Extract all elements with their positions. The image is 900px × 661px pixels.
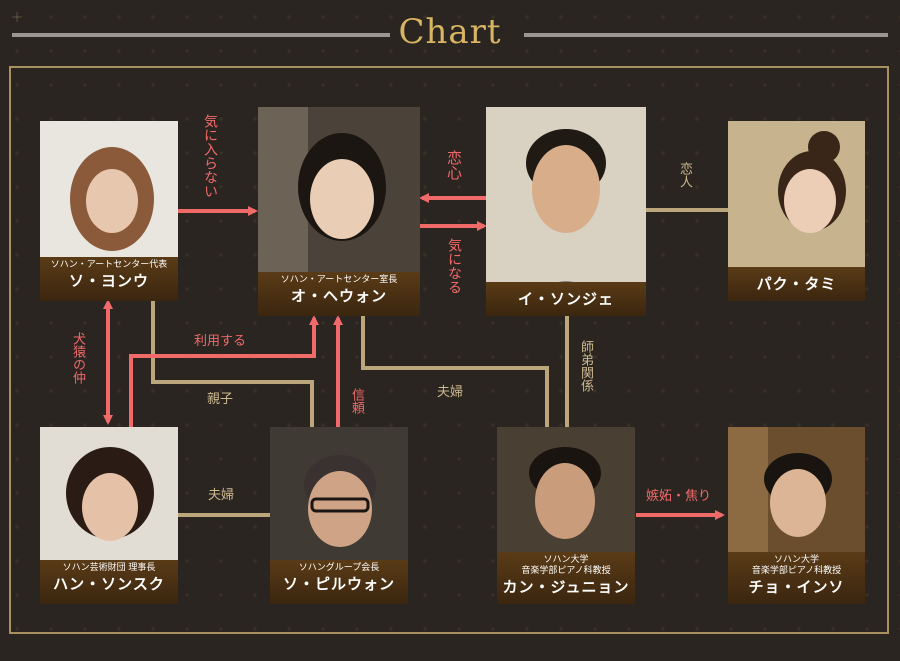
caption-so-piruwon: ソハングループ会長 ソ・ピルウォン xyxy=(270,560,408,604)
caption-i-sonje: イ・ソンジェ xyxy=(486,282,646,316)
card-cho-inso[interactable]: ソハン大学 音楽学部ピアノ科教授 チョ・インソ xyxy=(728,427,865,604)
label-ki-ni-naru: 気になる xyxy=(446,238,462,294)
label-kenen: 犬猿の仲 xyxy=(70,332,85,384)
caption-kan-junyon: ソハン大学 音楽学部ピアノ科教授 カン・ジュニョン xyxy=(497,552,635,604)
caption-so-yeonu: ソハン・アートセンター代表 ソ・ヨンウ xyxy=(40,257,178,301)
card-so-yeonu[interactable]: ソハン・アートセンター代表 ソ・ヨンウ xyxy=(40,121,178,301)
name-so-yeonu: ソ・ヨンウ xyxy=(68,272,149,290)
label-oyako: 親子 xyxy=(207,392,234,407)
label-shitei: 師弟関係 xyxy=(578,340,593,392)
role-o-hewon: ソハン・アートセンター室長 xyxy=(280,275,398,285)
role-cho-inso: ソハン大学 音楽学部ピアノ科教授 xyxy=(751,555,842,576)
caption-o-hewon: ソハン・アートセンター室長 オ・ヘウォン xyxy=(258,272,420,316)
caption-cho-inso: ソハン大学 音楽学部ピアノ科教授 チョ・インソ xyxy=(728,552,865,604)
label-fuufu-1: 夫婦 xyxy=(437,385,464,400)
label-riyou: 利用する xyxy=(194,334,247,349)
label-shinrai: 信頼 xyxy=(349,388,364,414)
caption-paku-tami: パク・タミ xyxy=(728,267,865,301)
card-paku-tami[interactable]: パク・タミ xyxy=(728,121,865,301)
page-title: Chart xyxy=(398,12,502,52)
label-ki-ni-iranai: 気に入らない xyxy=(202,114,218,198)
chart-frame xyxy=(9,66,889,634)
name-so-piruwon: ソ・ピルウォン xyxy=(282,575,395,593)
role-kan-junyon: ソハン大学 音楽学部ピアノ科教授 xyxy=(521,555,611,576)
line-fuufu-1 xyxy=(361,315,549,428)
header-rule-right xyxy=(524,33,888,37)
role-so-piruwon: ソハングループ会長 xyxy=(298,563,380,573)
caption-han-sonsuku: ソハン芸術財団 理事長 ハン・ソンスク xyxy=(40,560,178,604)
label-koigokoro: 恋心 xyxy=(445,150,463,180)
role-han-sonsuku: ソハン芸術財団 理事長 xyxy=(62,563,156,573)
card-so-piruwon[interactable]: ソハングループ会長 ソ・ピルウォン xyxy=(270,427,408,604)
name-i-sonje: イ・ソンジェ xyxy=(517,290,614,308)
label-shitto: 嫉妬・焦り xyxy=(646,489,712,504)
role-so-yeonu: ソハン・アートセンター代表 xyxy=(50,260,168,270)
line-oyako xyxy=(151,300,314,428)
label-fuufu-2: 夫婦 xyxy=(208,488,235,503)
arrow-riyou xyxy=(129,315,319,428)
card-han-sonsuku[interactable]: ソハン芸術財団 理事長 ハン・ソンスク xyxy=(40,427,178,604)
name-kan-junyon: カン・ジュニョン xyxy=(502,578,630,596)
card-i-sonje[interactable]: イ・ソンジェ xyxy=(486,107,646,316)
header-rule-left xyxy=(12,33,390,37)
name-paku-tami: パク・タミ xyxy=(756,275,837,293)
name-o-hewon: オ・ヘウォン xyxy=(290,287,387,305)
name-han-sonsuku: ハン・ソンスク xyxy=(53,575,165,593)
name-cho-inso: チョ・インソ xyxy=(748,578,845,596)
card-o-hewon[interactable]: ソハン・アートセンター室長 オ・ヘウォン xyxy=(258,107,420,316)
label-koibito: 恋人 xyxy=(677,162,692,188)
card-kan-junyon[interactable]: ソハン大学 音楽学部ピアノ科教授 カン・ジュニョン xyxy=(497,427,635,604)
